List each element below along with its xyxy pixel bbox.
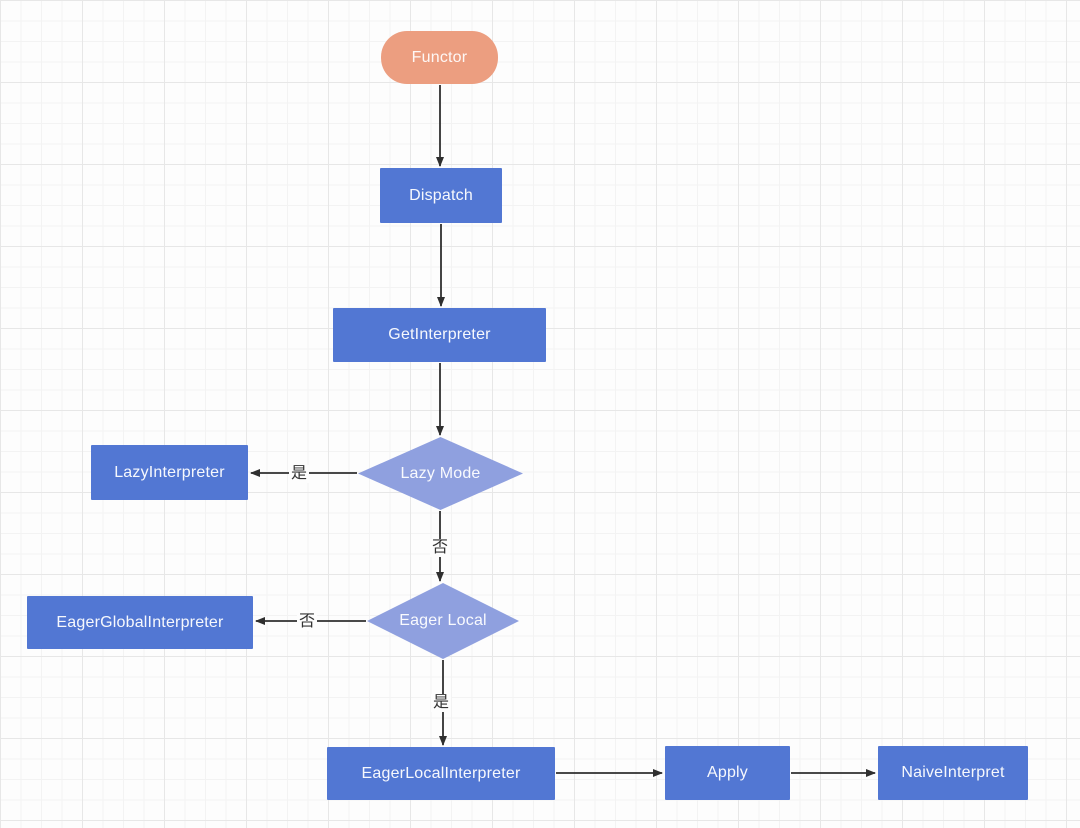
edge-label-eager-yes: 是 — [430, 694, 452, 712]
node-naive-interpret[interactable]: NaiveInterpret — [878, 746, 1028, 800]
edge-label-eager-no: 否 — [296, 613, 318, 631]
node-functor-label: Functor — [411, 48, 468, 66]
node-get-interpreter[interactable]: GetInterpreter — [333, 308, 546, 362]
node-apply-label: Apply — [706, 764, 749, 781]
node-eager-local-interpreter-label: EagerLocalInterpreter — [361, 764, 521, 782]
node-get-interpreter-label: GetInterpreter — [388, 326, 491, 343]
node-naive-interpret-label: NaiveInterpret — [901, 764, 1005, 781]
node-eager-global-interpreter-label: EagerGlobalInterpreter — [56, 613, 224, 631]
node-functor[interactable]: Functor — [381, 31, 498, 84]
node-lazy-mode-label: Lazy Mode — [400, 464, 481, 482]
node-apply[interactable]: Apply — [665, 746, 790, 800]
node-eager-local-interpreter[interactable]: EagerLocalInterpreter — [327, 747, 555, 800]
node-lazy-interpreter[interactable]: LazyInterpreter — [91, 445, 248, 500]
node-eager-global-interpreter[interactable]: EagerGlobalInterpreter — [27, 596, 253, 649]
node-eager-local-label: Eager Local — [399, 612, 487, 629]
node-lazy-interpreter-label: LazyInterpreter — [114, 463, 225, 481]
node-dispatch-label: Dispatch — [409, 186, 473, 204]
edge-label-lazy-yes: 是 — [288, 465, 310, 483]
node-lazy-mode-decision[interactable]: Lazy Mode — [358, 437, 523, 510]
node-eager-local-decision[interactable]: Eager Local — [367, 583, 519, 659]
edge-label-lazy-no: 否 — [429, 539, 451, 557]
node-dispatch[interactable]: Dispatch — [380, 168, 502, 223]
